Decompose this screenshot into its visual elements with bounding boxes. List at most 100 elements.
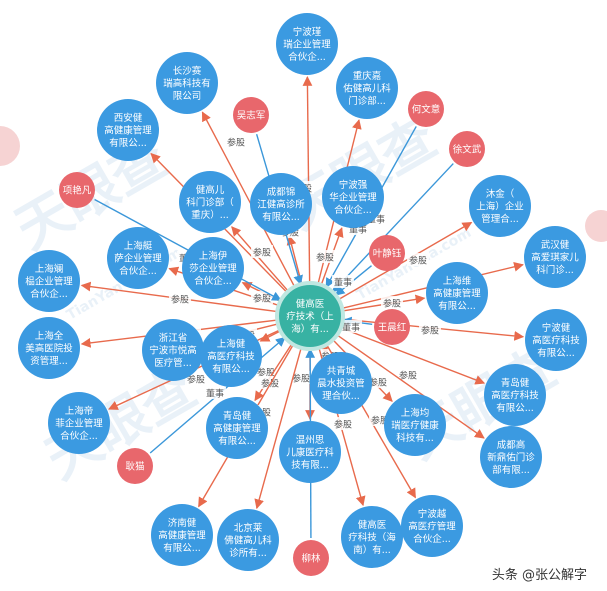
svg-text:参股: 参股 <box>421 325 439 337</box>
company-node-n_chengdu_xindu-label: 部有限... <box>492 464 530 476</box>
company-node-n_shanghai_quanmei-label: 上海全 <box>35 330 64 342</box>
company-node-n_shanghai_weigao[interactable]: 上海维高健康管理有限公... <box>426 262 488 324</box>
company-node-n_ningbo_qiang-label: 宁波强 <box>339 179 368 191</box>
edge-label: 参股 <box>251 245 273 259</box>
company-node-n_shanghai_aisa-label: 萨企业管理 <box>114 253 162 265</box>
company-node-n_chengdu_jinjiang-label: 有限公... <box>262 211 300 223</box>
company-node-n_xian[interactable]: 西安健高健康管理有限公... <box>97 99 159 161</box>
company-node-n_wenzhou[interactable]: 温州思儿康医疗科技有限... <box>279 421 341 483</box>
person-node-p_wang-label: 王晨红 <box>378 322 407 334</box>
company-node-n_chengdu_xindu[interactable]: 成都高新鼎佑门诊部有限... <box>480 426 542 488</box>
company-node-n_ningbo_jinhao-label: 宁波瑾 <box>293 26 322 38</box>
company-node-n_ningbo_jiangao-label: 有限公... <box>537 347 575 359</box>
company-node-n_zhejiang_yuegao[interactable]: 浙江省宁波市悦高医疗管... <box>142 319 204 381</box>
svg-text:参股: 参股 <box>292 373 310 385</box>
company-node-n_ningbo_jiangao[interactable]: 宁波健高医疗科技有限公... <box>525 309 587 371</box>
company-node-n_jinan[interactable]: 济南健高健康管理有限公... <box>151 504 213 566</box>
company-node-n_shanghai_jun-label: 上海均 <box>401 407 430 419</box>
company-node-n_ningbo_jiangao-label: 宁波健 <box>542 322 571 334</box>
svg-text:参股: 参股 <box>399 370 417 382</box>
company-node-n_shanghai_weigao-label: 上海维 <box>443 275 472 287</box>
company-node-n_qingdao_med[interactable]: 青岛健高医疗科技有限公... <box>484 364 546 426</box>
person-node-p_xiang-label: 项艳凡 <box>63 185 92 197</box>
company-node-n_shanghai_lanqu-label: 上海斓 <box>35 263 64 275</box>
edge-label: 参股 <box>381 296 403 310</box>
company-node-n_qingdao_health[interactable]: 青岛健高健康管理有限公... <box>206 397 268 459</box>
edge-n_shanghai_jiangao_med <box>259 330 281 342</box>
company-node-n_shanghai_yisha-label: 上海伊 <box>199 250 228 262</box>
company-node-n_chengdu_xindu-label: 成都高 <box>497 439 526 451</box>
company-node-n_shanghai_quanmei[interactable]: 上海全美高医院投资管理... <box>18 317 80 379</box>
company-node-n_chongqing_jiayou-label: 重庆嘉 <box>353 70 382 82</box>
company-node-n_shanghai_jun-label: 科技有... <box>396 432 434 444</box>
company-node-n_shanghai_weigao-label: 有限公... <box>438 300 476 312</box>
company-node-n_chongqing_clinic-label: 健高儿 <box>196 184 225 196</box>
company-node-n_chongqing_jiayou[interactable]: 重庆嘉佑健高儿科门诊部... <box>336 57 398 119</box>
person-node-p_ye-label: 叶静钰 <box>373 248 402 260</box>
edge-n_chongqing_clinic <box>231 226 289 292</box>
company-node-n_chengdu_jinjiang[interactable]: 成都锦江健高诊所有限公... <box>250 173 312 235</box>
company-node-n_shanghai_lingmu[interactable]: 沐金（上海）企业管理合... <box>469 175 531 237</box>
company-node-n_chongqing_clinic-label: 重庆）... <box>191 209 229 221</box>
company-node-n_wuhan-label: 科门诊... <box>536 264 574 276</box>
company-node-n_ningbo_jinhao[interactable]: 宁波瑾瑞企业管理合伙企... <box>276 13 338 75</box>
company-node-n_jinan-label: 济南健 <box>168 517 197 529</box>
company-node-n_shanghai_yisha[interactable]: 上海伊莎企业管理合伙企... <box>182 237 244 299</box>
person-node-p_xu[interactable]: 徐文武 <box>449 131 485 167</box>
company-node-n_shanghai_yuezhe[interactable]: 上海帝菲企业管理合伙企... <box>48 392 110 454</box>
company-node-n_wenzhou-label: 技有限... <box>291 459 329 471</box>
person-node-p_liu[interactable]: 柳林 <box>293 540 329 576</box>
company-node-n_hainan-label: 疗科技（海 <box>348 532 396 544</box>
company-node-n_chongqing_jiayou-label: 门诊部... <box>348 95 386 107</box>
company-node-n_qingdao_health-label: 高健康管理 <box>213 423 261 435</box>
company-node-n_xian-label: 西安健 <box>114 112 143 124</box>
company-node-n_gongqing[interactable]: 共青城晨水投资管理合伙... <box>310 352 372 414</box>
edge-n_ningbo_jinhao <box>302 76 313 284</box>
company-node-n_beijing-label: 佛健高儿科 <box>224 535 272 547</box>
company-node-n_jinan-label: 高健康管理 <box>158 530 206 542</box>
company-node-n_shanghai_aisa[interactable]: 上海艇萨企业管理合伙企... <box>107 227 169 289</box>
edge-n_changsha <box>201 111 296 288</box>
svg-text:参股: 参股 <box>369 377 387 389</box>
company-node-n_chengdu_jinjiang-label: 江健高诊所 <box>257 199 305 211</box>
edge-n_beijing <box>254 347 302 510</box>
edge-n_chengdu_jinjiang <box>286 234 303 285</box>
person-node-p_wu[interactable]: 吴志军 <box>233 97 269 133</box>
company-node-n_wuhan[interactable]: 武汉健高爱琪家儿科门诊... <box>524 226 586 288</box>
company-node-n_beijing[interactable]: 北京莱佛健高儿科诊所有... <box>217 509 279 571</box>
person-node-p_ye[interactable]: 叶静钰 <box>369 235 405 271</box>
company-node-n_shanghai_jiangao_med[interactable]: 上海健高医疗科技有限公... <box>200 325 262 387</box>
company-node-n_ningbo_qiang-label: 华企业管理 <box>329 192 377 204</box>
svg-text:参股: 参股 <box>316 252 334 264</box>
company-node-n_wenzhou-label: 温州思 <box>296 435 325 446</box>
person-node-p_liu-label: 柳林 <box>301 553 321 565</box>
company-node-n_shanghai_jiangao_med-label: 高医疗科技 <box>207 351 255 363</box>
company-node-n_shanghai_jun[interactable]: 上海均瑞医疗健康科技有... <box>384 394 446 456</box>
company-node-n_ningbo_qiang[interactable]: 宁波强华企业管理合伙企... <box>322 166 384 228</box>
company-node-n_hainan[interactable]: 健高医疗科技（海南）有... <box>341 506 403 568</box>
company-node-n_ningbo_yue[interactable]: 宁波越高医疗管理合伙企... <box>401 495 463 557</box>
edge-label: 参股 <box>407 253 429 267</box>
company-node-n_shanghai_lingmu-label: 沐金（ <box>486 188 515 200</box>
edge-n_qingdao_med <box>340 327 486 385</box>
company-node-n_zhejiang_yuegao-label: 医疗管... <box>154 357 192 369</box>
svg-text:董事: 董事 <box>206 388 224 400</box>
person-node-p_wang[interactable]: 王晨红 <box>374 309 410 345</box>
svg-text:参股: 参股 <box>227 137 245 149</box>
company-node-n_ningbo_yue-label: 宁波越 <box>418 508 447 520</box>
company-node-n_ningbo_yue-label: 合伙企... <box>413 533 451 545</box>
person-node-p_he[interactable]: 何文意 <box>408 91 444 127</box>
person-node-p_xiang[interactable]: 项艳凡 <box>59 172 95 208</box>
person-node-p_xu-label: 徐文武 <box>453 144 482 156</box>
company-node-n_qingdao_health-label: 有限公... <box>218 435 256 447</box>
company-node-n_chongqing_jiayou-label: 佑健高儿科 <box>343 83 391 95</box>
edge-n_qingdao_health <box>254 343 293 402</box>
person-node-p_geng[interactable]: 耿猫 <box>117 448 153 484</box>
center-company-node[interactable]: 健高医疗技术（上海）有... <box>275 281 345 351</box>
company-node-n_chongqing_clinic[interactable]: 健高儿科门诊部（重庆）... <box>179 171 241 233</box>
company-node-n_shanghai_lanqu[interactable]: 上海斓榀企业管理合伙企... <box>18 250 80 312</box>
company-node-n_ningbo_jiangao-label: 高医疗科技 <box>532 335 580 347</box>
